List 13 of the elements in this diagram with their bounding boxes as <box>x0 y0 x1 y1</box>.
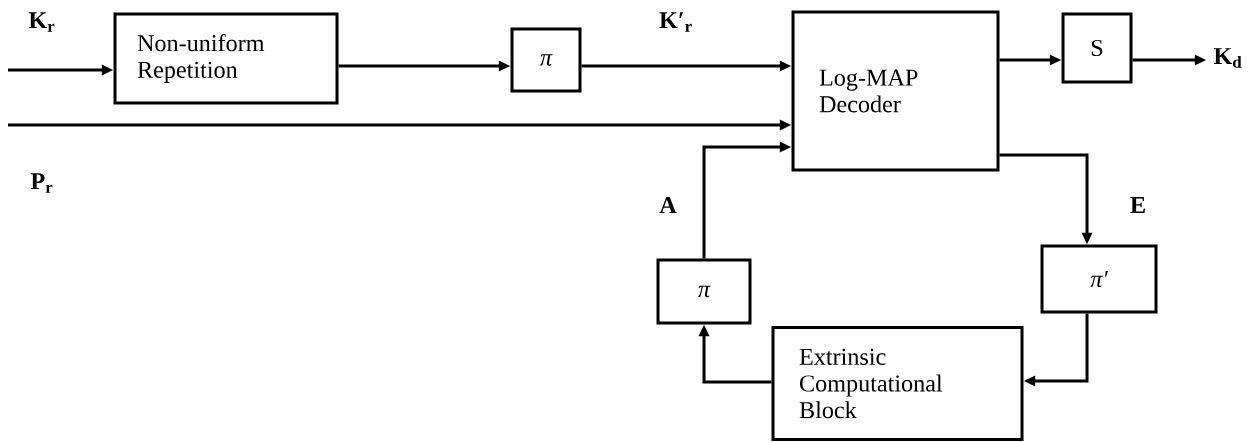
signal-label: P$_{r}$ <box>30 173 53 193</box>
process-box: Non-uniform Repetition <box>113 12 339 105</box>
process-box: π′ <box>1040 244 1158 314</box>
process-box: π <box>656 258 752 325</box>
process-box: Log-MAP Decoder <box>791 10 1000 172</box>
output-label: K$_{d}$ <box>1213 48 1242 68</box>
signal-label: K′$_{r}$ <box>659 12 692 32</box>
signal-label: A <box>659 197 677 213</box>
signal-label: K$_{r}$ <box>28 12 55 32</box>
signal-label: E <box>1130 197 1145 213</box>
process-box: Extrinsic Computational Block <box>771 326 1024 441</box>
process-box: S <box>1061 12 1133 84</box>
process-box: π <box>510 27 582 93</box>
